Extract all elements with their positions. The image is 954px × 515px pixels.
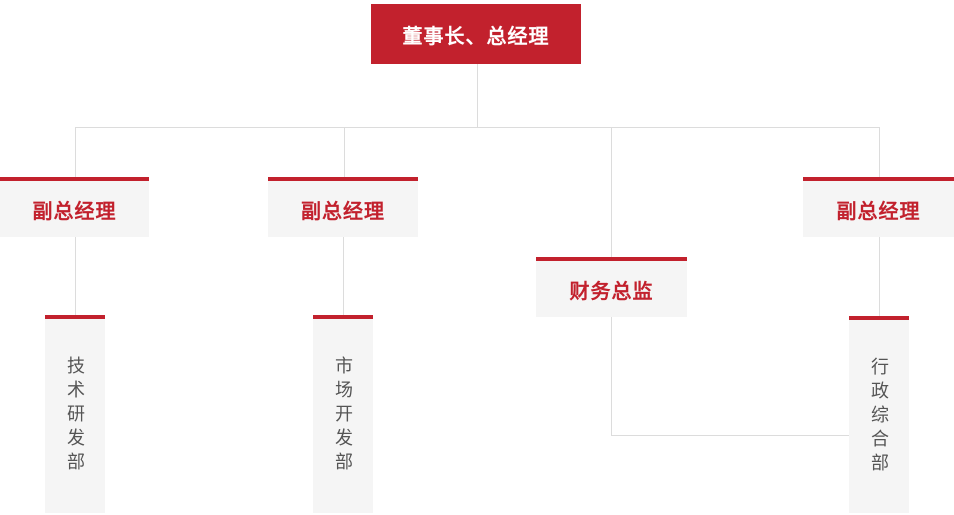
connector-vp-left-to-dept <box>75 237 76 315</box>
connector-drop-vp-mid <box>344 127 345 177</box>
connector-vp-right-to-dept <box>879 237 880 316</box>
connector-cfo-to-dept <box>611 435 849 436</box>
org-node-label: 技术研发部 <box>65 356 85 476</box>
org-node-admin-general-dept: 行政综合部 <box>849 316 909 513</box>
org-node-finance-director: 财务总监 <box>536 257 687 317</box>
org-node-tech-rd-dept: 技术研发部 <box>45 315 105 513</box>
org-node-market-dev-dept: 市场开发部 <box>313 315 373 513</box>
org-node-label: 董事长、总经理 <box>402 25 550 48</box>
org-node-label: 行政综合部 <box>869 356 889 477</box>
org-node-deputy-gm-right: 副总经理 <box>803 177 954 237</box>
org-node-deputy-gm-left: 副总经理 <box>0 177 149 237</box>
org-node-chairman-gm: 董事长、总经理 <box>371 4 581 64</box>
org-node-label: 副总经理 <box>836 200 921 223</box>
connector-drop-cfo <box>611 127 612 257</box>
connector-drop-vp-right <box>879 127 880 177</box>
connector-distribution <box>75 127 879 128</box>
connector-cfo-drop <box>611 317 612 436</box>
connector-root-drop <box>477 64 478 127</box>
org-node-label: 市场开发部 <box>333 356 353 476</box>
connector-drop-vp-left <box>75 127 76 177</box>
connector-vp-mid-to-dept <box>343 237 344 315</box>
org-node-label: 副总经理 <box>32 200 117 223</box>
org-node-label: 副总经理 <box>301 200 385 223</box>
org-node-deputy-gm-mid: 副总经理 <box>268 177 418 237</box>
org-node-label: 财务总监 <box>569 280 654 303</box>
